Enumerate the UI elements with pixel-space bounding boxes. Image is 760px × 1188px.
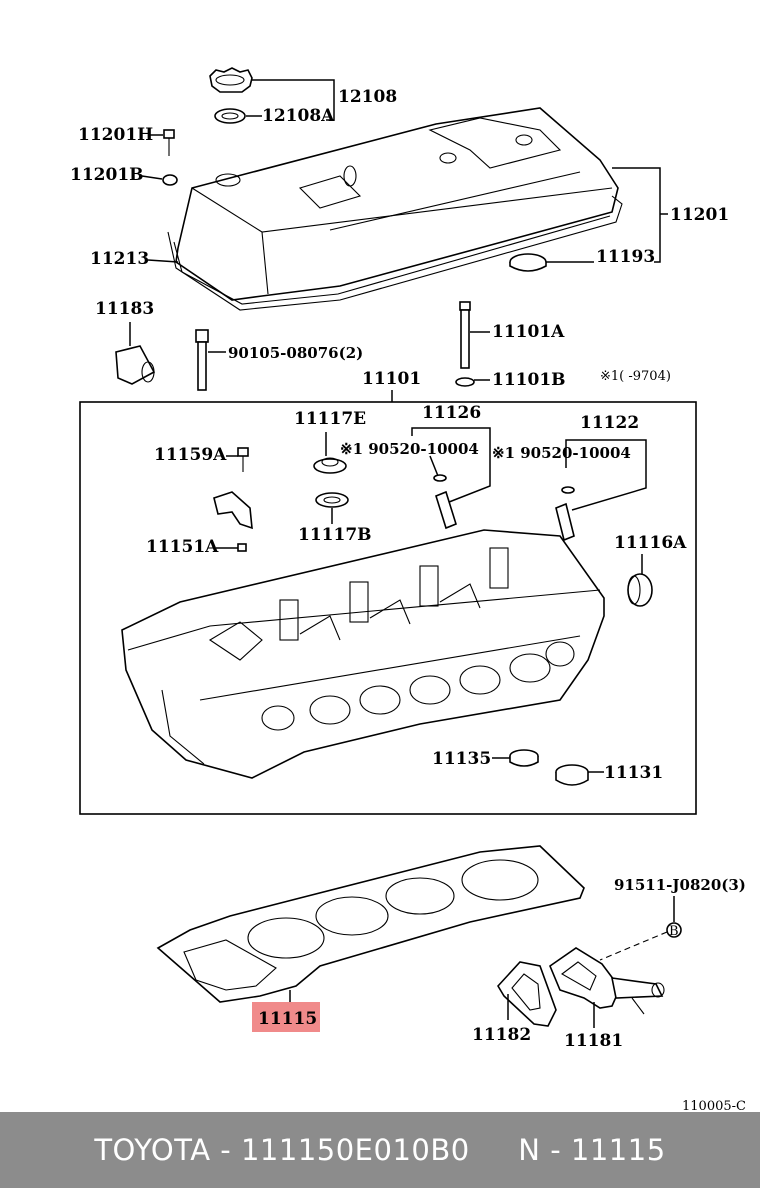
label-91511: 91511-J0820(3)	[614, 876, 746, 894]
label-11122: 11122	[580, 413, 639, 433]
camshaft-plug-11183[interactable]	[115, 345, 156, 385]
head-cover-gasket[interactable]	[167, 195, 623, 311]
label-11151a: 11151A	[146, 537, 219, 557]
cylinder-head-block[interactable]	[121, 529, 605, 779]
label-11201b: 11201B	[70, 165, 144, 185]
footer-bar: TOYOTA - 111150E010B0 N - 11115	[0, 1112, 760, 1188]
footer-ref: N - 11115	[518, 1133, 666, 1167]
plug-11116a[interactable]	[627, 573, 653, 607]
label-11117e: 11117E	[294, 409, 366, 429]
plug-11135[interactable]	[509, 749, 539, 767]
bolt-marker-91511[interactable]: B	[666, 922, 682, 939]
pin-11151a[interactable]	[237, 543, 247, 552]
water-outlet-gasket-11182[interactable]	[497, 961, 557, 1027]
svg-text:B: B	[669, 924, 679, 939]
note-9704: ※1( -9704)	[600, 369, 671, 384]
grommet-11201b[interactable]	[162, 174, 178, 186]
cylinder-head-gasket[interactable]	[156, 845, 585, 1003]
label-11135: 11135	[432, 749, 491, 769]
valve-guide-11122[interactable]	[555, 486, 575, 542]
plug-seal-11193[interactable]	[509, 253, 547, 272]
valve-guide-11126[interactable]	[433, 474, 457, 530]
cylinder-head-subassembly-box	[79, 401, 697, 815]
oil-filler-cap[interactable]	[209, 67, 253, 93]
bolt-11159a[interactable]	[237, 447, 249, 472]
label-90520-b: ※1 90520-10004	[492, 444, 631, 462]
label-11201: 11201	[670, 205, 729, 225]
label-11115: 11115	[258, 1009, 317, 1029]
footer-part-number: 111150E010B0	[240, 1133, 470, 1167]
cylinder-head-cover[interactable]	[175, 107, 619, 301]
bolt-11101a[interactable]	[459, 301, 471, 369]
label-11116a: 11116A	[614, 533, 687, 553]
footer-separator: -	[210, 1133, 241, 1167]
label-12108a: 12108A	[262, 106, 335, 126]
label-11182: 11182	[472, 1025, 531, 1045]
bolt-90105[interactable]	[195, 329, 209, 391]
water-outlet-11181[interactable]	[549, 947, 665, 1015]
label-12108: 12108	[338, 87, 397, 107]
bolt-11201h[interactable]	[163, 129, 175, 156]
label-11181: 11181	[564, 1031, 623, 1051]
label-11101a: 11101A	[492, 322, 565, 342]
label-11117b: 11117B	[298, 525, 372, 545]
footer-gap	[470, 1133, 519, 1167]
highlight-11115	[252, 1002, 320, 1032]
stud-plug-11117e[interactable]	[313, 457, 347, 474]
label-11183: 11183	[95, 299, 154, 319]
label-90520-a: ※1 90520-10004	[340, 440, 479, 458]
label-11126: 11126	[422, 403, 481, 423]
footer-brand: TOYOTA	[94, 1133, 211, 1167]
label-90105: 90105-08076(2)	[228, 344, 363, 362]
label-11193: 11193	[596, 247, 655, 267]
label-11213: 11213	[90, 249, 149, 269]
label-11159a: 11159A	[154, 445, 227, 465]
label-11101b: 11101B	[492, 370, 566, 390]
label-11131: 11131	[604, 763, 663, 783]
label-11201h: 11201H	[78, 125, 153, 145]
washer-11101b[interactable]	[455, 377, 475, 387]
bracket-11159[interactable]	[213, 491, 253, 530]
gasket-11117b[interactable]	[315, 492, 349, 508]
cap-gasket[interactable]	[214, 108, 246, 124]
label-11101: 11101	[362, 369, 421, 389]
plug-11131[interactable]	[555, 764, 589, 786]
diagram-code: 110005-C	[682, 1099, 746, 1112]
parts-diagram: 12108 12108A 11201H 11201B 11201 11213 1…	[70, 67, 746, 1112]
